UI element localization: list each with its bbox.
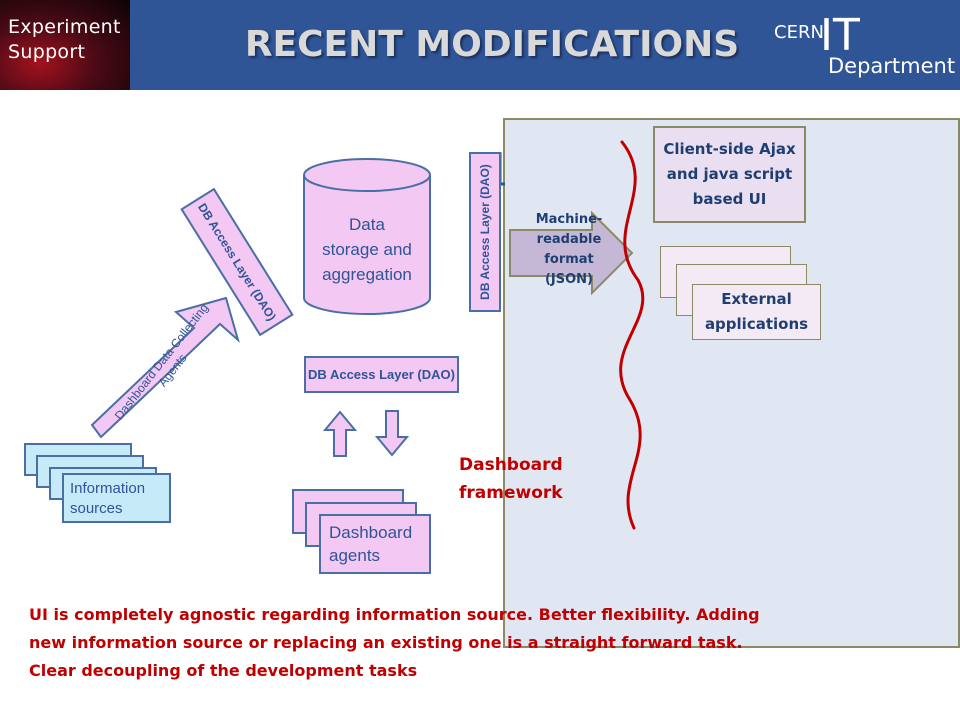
json-format-arrow xyxy=(509,210,634,296)
dashboard-framework-label: Dashboard framework xyxy=(459,451,563,507)
data-storage-line-3: aggregation xyxy=(322,265,412,284)
logo-cern-text: CERN xyxy=(774,22,824,43)
collecting-agents-arrow xyxy=(90,296,240,439)
machine-readable-line-2: readable xyxy=(536,232,602,247)
information-sources-box: Information sources xyxy=(62,473,171,523)
cern-it-logo: CERN IT Department xyxy=(770,8,960,88)
machine-readable-line-3: format xyxy=(544,252,594,267)
data-storage-line-1: Data xyxy=(349,215,385,234)
summary-line-3: Clear decoupling of the development task… xyxy=(29,661,418,680)
dashboard-framework-line-1: Dashboard xyxy=(459,455,563,475)
badge-line-2: Support xyxy=(8,41,86,63)
logo-department-text: Department xyxy=(828,54,956,78)
up-arrow-icon xyxy=(322,410,358,457)
summary-text: UI is completely agnostic regarding info… xyxy=(29,601,929,685)
badge-line-1: Experiment xyxy=(8,16,121,38)
summary-line-1: UI is completely agnostic regarding info… xyxy=(29,605,760,624)
header-bar: Experiment Support RECENT MODIFICATIONS … xyxy=(0,0,960,90)
machine-readable-line-4: (JSON) xyxy=(544,272,593,287)
dashboard-agents-box: Dashboard agents xyxy=(319,514,431,574)
machine-readable-line-1: Machine- xyxy=(535,212,603,227)
data-storage-line-2: storage and xyxy=(322,240,412,259)
client-side-ui-box: Client-side Ajax and java script based U… xyxy=(653,126,806,223)
experiment-support-badge: Experiment Support xyxy=(0,0,130,90)
red-separator-wave xyxy=(619,140,645,530)
slide-title: RECENT MODIFICATIONS xyxy=(244,24,740,65)
summary-line-2: new information source or replacing an e… xyxy=(29,633,743,652)
machine-readable-label: Machine- readable format (JSON) xyxy=(514,210,624,290)
dao-layer-bottom: DB Access Layer (DAO) xyxy=(304,356,459,393)
data-storage-label: Data storage and aggregation xyxy=(312,212,422,287)
logo-it-text: IT xyxy=(820,10,860,61)
down-arrow-icon xyxy=(374,410,410,457)
dashboard-framework-line-2: framework xyxy=(459,483,563,503)
data-storage-cylinder xyxy=(303,158,431,315)
dao-layer-right: DB Access Layer (DAO) xyxy=(469,152,501,312)
external-applications-box: External applications xyxy=(692,284,821,340)
